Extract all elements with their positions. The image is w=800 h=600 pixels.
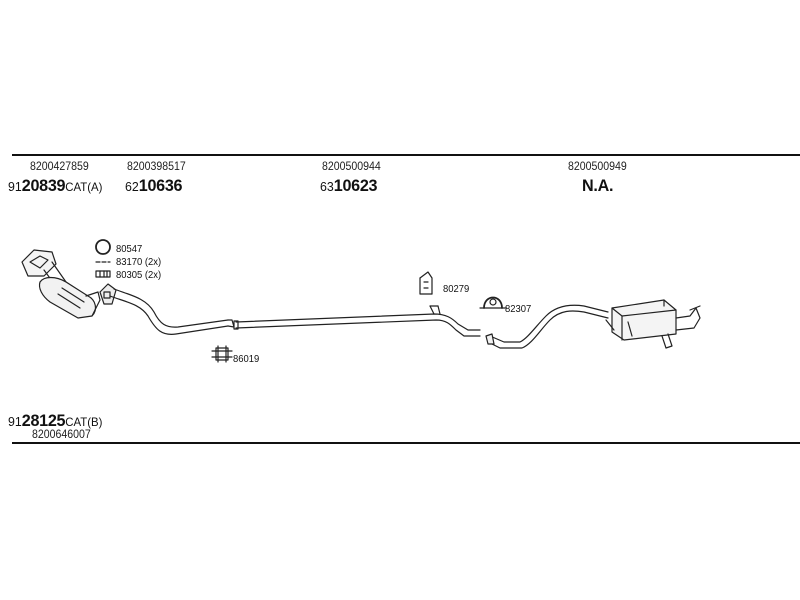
- label-86019: 86019: [233, 353, 260, 365]
- clamp-82307-icon: [479, 296, 507, 309]
- part-number-row: N.A.: [582, 177, 613, 194]
- oem-number: 8200427859: [30, 159, 89, 173]
- rear-muffler-part: [605, 299, 701, 349]
- part-number: 10623: [333, 176, 378, 195]
- part-suffix: CAT(B): [65, 415, 103, 429]
- oem-number: 8200500949: [568, 159, 627, 173]
- part-prefix: 91: [8, 414, 22, 429]
- rear-pipe-part: [485, 304, 609, 349]
- label-80279: 80279: [443, 283, 470, 295]
- part-prefix: 91: [8, 179, 22, 194]
- label-80547: 80547: [116, 243, 143, 255]
- oem-number: 8200646007: [32, 427, 91, 441]
- top-rule: [12, 154, 800, 156]
- part-number: 10636: [138, 176, 183, 195]
- bottom-rule: [12, 442, 800, 444]
- center-pipe-part: [233, 305, 481, 337]
- hanger-80279-icon: [419, 271, 433, 295]
- part-prefix: 62: [125, 179, 139, 194]
- nut-icon: [95, 270, 111, 278]
- label-83170: 83170 (2x): [116, 256, 162, 268]
- part-number-row: 6210636: [125, 176, 183, 195]
- catalyst-b-number-row: 9128125CAT(B): [8, 412, 102, 429]
- front-flange-part: [99, 283, 117, 305]
- part-suffix: CAT(A): [65, 180, 103, 194]
- oem-number: 8200398517: [127, 159, 186, 173]
- catalytic-converter-part: [38, 276, 101, 319]
- part-number-row: 9120839CAT(A): [8, 177, 102, 194]
- label-82307: 82307: [505, 303, 532, 315]
- part-number: 28125: [21, 411, 66, 430]
- seal-ring-icon: [95, 239, 111, 255]
- part-number: N.A.: [582, 176, 614, 195]
- part-number-row: 6310623: [320, 176, 378, 195]
- clamp-86019-icon: [211, 345, 233, 363]
- oem-number: 8200500944: [322, 159, 381, 173]
- part-prefix: 63: [320, 179, 334, 194]
- part-number: 20839: [21, 176, 66, 195]
- front-pipe-part: [109, 288, 235, 335]
- label-80305: 80305 (2x): [116, 269, 162, 281]
